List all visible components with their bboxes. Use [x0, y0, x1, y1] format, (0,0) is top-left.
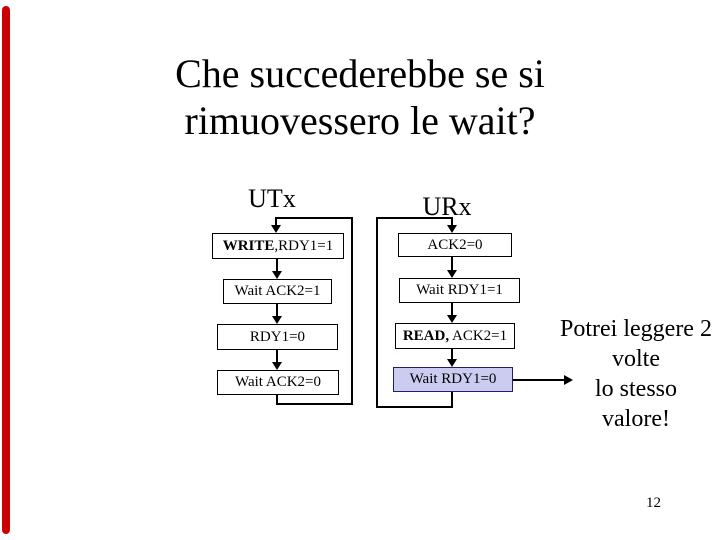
annotation-text: Potrei leggere 2 volte lo stesso valore!	[551, 314, 720, 434]
arrow-down-icon	[447, 315, 457, 323]
flow-step-wait-ack2-0: Wait ACK2=0	[217, 370, 339, 395]
flow-step-bold-text: WRITE	[222, 237, 275, 254]
arrow-down-icon	[272, 316, 282, 324]
utx-step-arrows	[272, 259, 282, 370]
flow-step-text: RDY1=0	[249, 328, 306, 345]
annotation-line: lo stesso	[594, 376, 677, 402]
utx-loop-connector	[271, 217, 353, 405]
flow-step-read-ack2-1: READ, ACK2=1	[395, 323, 515, 349]
title-line-2: rimuovessero le wait?	[184, 98, 536, 143]
flow-step-wait-ack2-1: Wait ACK2=1	[223, 279, 332, 304]
title-line-1: Che succederebbe se si	[175, 51, 545, 96]
annotation-line: volte	[612, 346, 660, 372]
flow-step-text: ACK2=1	[449, 327, 508, 344]
annotation-line: Potrei leggere 2	[560, 316, 712, 342]
flow-step-bold-text: READ,	[402, 327, 450, 344]
flow-step-text: ACK2=0	[427, 236, 483, 253]
urx-loop-connector	[376, 217, 457, 408]
flow-step-text: Wait ACK2=1	[234, 283, 321, 299]
utx-loop-arrowhead-icon	[271, 225, 281, 233]
flow-step-rdy1-0: RDY1=0	[217, 324, 338, 350]
utx-column-label: UTx	[248, 184, 296, 213]
arrow-down-icon	[447, 359, 457, 367]
flow-step-wait-rdy1-0-highlighted: Wait RDY1=0	[393, 367, 513, 392]
flow-step-text: Wait ACK2=0	[234, 374, 321, 390]
annotation-pointer-arrow	[513, 375, 573, 385]
flow-step-write-rdy1: WRITE,RDY1=1	[212, 233, 344, 259]
annotation-line: valore!	[602, 406, 670, 432]
page-number: 12	[646, 495, 661, 511]
flow-step-wait-rdy1-1: Wait RDY1=1	[399, 278, 520, 303]
arrow-right-icon	[564, 375, 573, 385]
arrow-down-icon	[272, 362, 282, 370]
arrow-down-icon	[272, 271, 282, 279]
flow-step-text: Wait RDY1=1	[416, 282, 503, 298]
flow-step-text: ,RDY1=1	[274, 237, 334, 254]
slide-title: Che succederebbe se si rimuovessero le w…	[0, 50, 720, 144]
flow-step-text: Wait RDY1=0	[409, 371, 497, 387]
left-accent-bar	[2, 6, 10, 534]
urx-step-arrows	[447, 257, 457, 367]
flow-step-ack2-0: ACK2=0	[398, 233, 512, 257]
arrow-down-icon	[447, 270, 457, 278]
urx-loop-arrowhead-icon	[447, 225, 457, 233]
urx-column-label: URx	[422, 192, 472, 221]
